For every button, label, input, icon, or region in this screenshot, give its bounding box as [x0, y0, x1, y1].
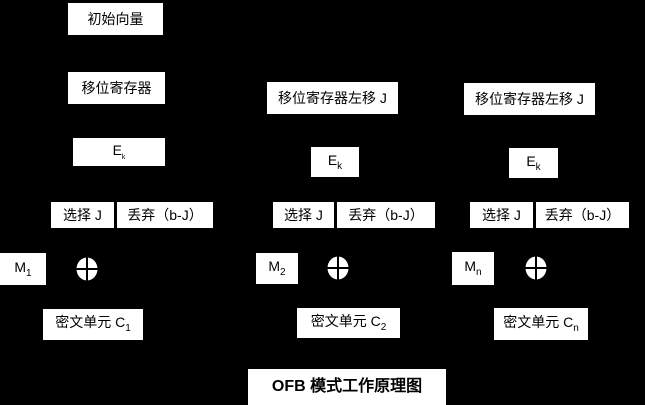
ciphertext-c1-box: 密文单元 C1 — [43, 309, 143, 340]
shift-register-label-1: 移位寄存器 — [81, 80, 152, 96]
cipher-ek-label-2: Ek — [327, 151, 343, 172]
discard-label-3: 丢弃（b-J） — [544, 207, 621, 223]
cipher-ek-label-1: Ek — [112, 142, 126, 161]
initial-vector-label: 初始向量 — [87, 11, 144, 27]
select-j-box-2: 选择 J — [273, 202, 334, 228]
xor-icon — [525, 256, 547, 280]
message-mn-label: Mn — [464, 258, 482, 278]
ciphertext-cn-box: 密文单元 Cn — [494, 308, 588, 340]
select-j-box-3: 选择 J — [470, 202, 533, 228]
cipher-ek-box-2: Ek — [311, 147, 359, 177]
ciphertext-c1-label: 密文单元 C1 — [55, 314, 131, 334]
ciphertext-cn-label: 密文单元 Cn — [503, 313, 579, 334]
discard-label-2: 丢弃（b-J） — [348, 207, 424, 223]
select-j-label-3: 选择 J — [482, 207, 521, 223]
shift-register-box-3: 移位寄存器左移 J — [464, 83, 595, 115]
cipher-ek-label-3: Ek — [526, 152, 541, 173]
message-m1-box: M1 — [0, 253, 46, 285]
discard-box-3: 丢弃（b-J） — [536, 202, 629, 228]
shift-register-label-3: 移位寄存器左移 J — [475, 91, 584, 107]
select-j-label-2: 选择 J — [284, 207, 323, 223]
xor-icon — [327, 256, 349, 280]
select-j-box-1: 选择 J — [51, 202, 114, 228]
shift-register-box-2: 移位寄存器左移 J — [267, 82, 398, 114]
cipher-ek-box-1: Ek — [73, 138, 165, 166]
initial-vector-box: 初始向量 — [68, 3, 163, 35]
diagram-title-box: OFB 模式工作原理图 — [248, 369, 446, 405]
ciphertext-c2-box: 密文单元 C2 — [297, 308, 400, 338]
cipher-ek-box-3: Ek — [509, 148, 558, 178]
message-m2-label: M2 — [268, 258, 286, 278]
shift-register-box-1: 移位寄存器 — [68, 72, 165, 104]
shift-register-label-2: 移位寄存器左移 J — [278, 90, 387, 106]
message-m2-box: M2 — [256, 253, 298, 284]
discard-box-2: 丢弃（b-J） — [337, 202, 435, 228]
xor-icon — [76, 257, 98, 281]
message-mn-box: Mn — [452, 252, 494, 285]
select-j-label-1: 选择 J — [63, 207, 102, 223]
discard-label-1: 丢弃（b-J） — [127, 207, 203, 223]
ciphertext-c2-label: 密文单元 C2 — [310, 312, 387, 333]
discard-box-1: 丢弃（b-J） — [117, 202, 213, 228]
message-m1-label: M1 — [14, 258, 32, 279]
diagram-title: OFB 模式工作原理图 — [271, 378, 423, 395]
